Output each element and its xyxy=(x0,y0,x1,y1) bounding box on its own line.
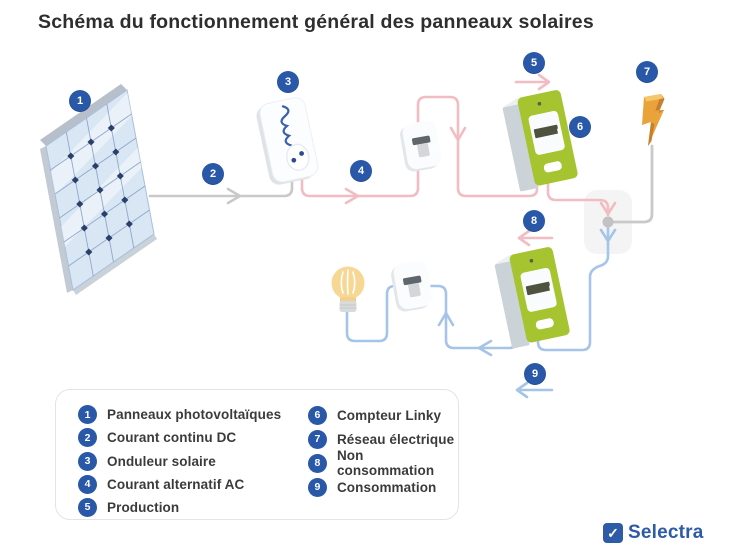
ac-down-arrow-icon xyxy=(449,126,467,142)
ac-node-arrow-icon xyxy=(599,201,617,216)
legend-item-courant-ac: 4 Courant alternatif AC xyxy=(78,473,308,496)
lightning-bolt-icon xyxy=(642,94,665,146)
legend-item-panneaux: 1 Panneaux photovoltaïques xyxy=(78,403,308,426)
legend-dot-4: 4 xyxy=(78,474,97,494)
legend-item-courant-dc: 2 Courant continu DC xyxy=(78,426,308,449)
marker-2: 2 xyxy=(202,163,224,185)
page-title: Schéma du fonctionnement général des pan… xyxy=(38,11,594,33)
legend-dot-7: 7 xyxy=(307,429,327,449)
marker-1: 1 xyxy=(69,90,91,112)
selectra-logo[interactable]: ✓ Selectra xyxy=(603,522,704,544)
consumption-line xyxy=(345,226,617,357)
legend-item-production: 5 Production xyxy=(78,496,308,519)
marker-9: 9 xyxy=(524,363,546,385)
legend-item-onduleur: 3 Onduleur solaire xyxy=(78,449,308,472)
light-bulb-icon xyxy=(331,266,365,312)
consumption-down-arrow-icon xyxy=(599,228,617,243)
legend-label: Non consommation xyxy=(336,448,435,478)
legend-dot-3: 3 xyxy=(78,451,97,471)
inverter xyxy=(256,97,319,185)
legend-label: Onduleur solaire xyxy=(107,453,216,469)
selectra-check-icon: ✓ xyxy=(603,523,623,543)
dc-line xyxy=(148,172,294,205)
inverter-wave-icon xyxy=(280,105,293,147)
legend-dot-5: 5 xyxy=(78,497,97,517)
marker-7: 7 xyxy=(636,61,658,83)
marker-3: 3 xyxy=(277,71,299,93)
marker-6: 6 xyxy=(569,116,591,138)
legend-label: Réseau électrique xyxy=(336,431,455,447)
legend-label: Consommation xyxy=(336,479,437,495)
legend-dot-1: 1 xyxy=(78,405,97,425)
legend-dot-6: 6 xyxy=(307,405,327,425)
consumption-up-arrow-icon xyxy=(437,311,455,327)
ac-arrow-icon xyxy=(344,187,360,205)
consumption-arrow-icon xyxy=(515,381,554,399)
linky-meter-2 xyxy=(494,246,570,349)
legend-item-compteur: 6 Compteur Linky xyxy=(307,403,458,427)
marker-5: 5 xyxy=(523,52,545,74)
marker-8: 8 xyxy=(523,210,545,232)
wall-socket-2 xyxy=(391,260,433,312)
selectra-wordmark: Selectra xyxy=(628,522,704,543)
dc-arrow-icon xyxy=(226,187,242,205)
legend-dot-9: 9 xyxy=(307,477,327,497)
node-dot xyxy=(602,216,614,228)
legend-dot-2: 2 xyxy=(78,428,97,448)
legend-label: Courant alternatif AC xyxy=(107,476,245,492)
legend-label: Production xyxy=(107,499,180,515)
marker-4: 4 xyxy=(350,160,372,182)
non-consumption-arrow-icon xyxy=(517,229,554,247)
production-arrow-icon xyxy=(514,73,551,91)
solar-panel xyxy=(40,84,157,295)
linky-meter-1 xyxy=(502,89,578,192)
panel-cell-dots xyxy=(67,124,133,256)
legend-item-reseau: 7 Réseau électrique xyxy=(307,427,458,451)
legend-label: Panneaux photovoltaïques xyxy=(107,407,282,423)
legend-item-consommation: 9 Consommation xyxy=(307,475,458,499)
power-line xyxy=(602,144,654,228)
consumption-left-arrow-icon xyxy=(477,339,493,357)
wall-socket-1 xyxy=(400,120,442,172)
legend-item-non-consommation: 8 Non consommation xyxy=(307,448,458,478)
ac-line xyxy=(300,95,617,217)
legend-label: Courant continu DC xyxy=(107,430,237,446)
legend-panel: 1 Panneaux photovoltaïques 2 Courant con… xyxy=(55,389,459,520)
legend-label: Compteur Linky xyxy=(336,407,442,423)
legend-dot-8: 8 xyxy=(307,453,327,473)
